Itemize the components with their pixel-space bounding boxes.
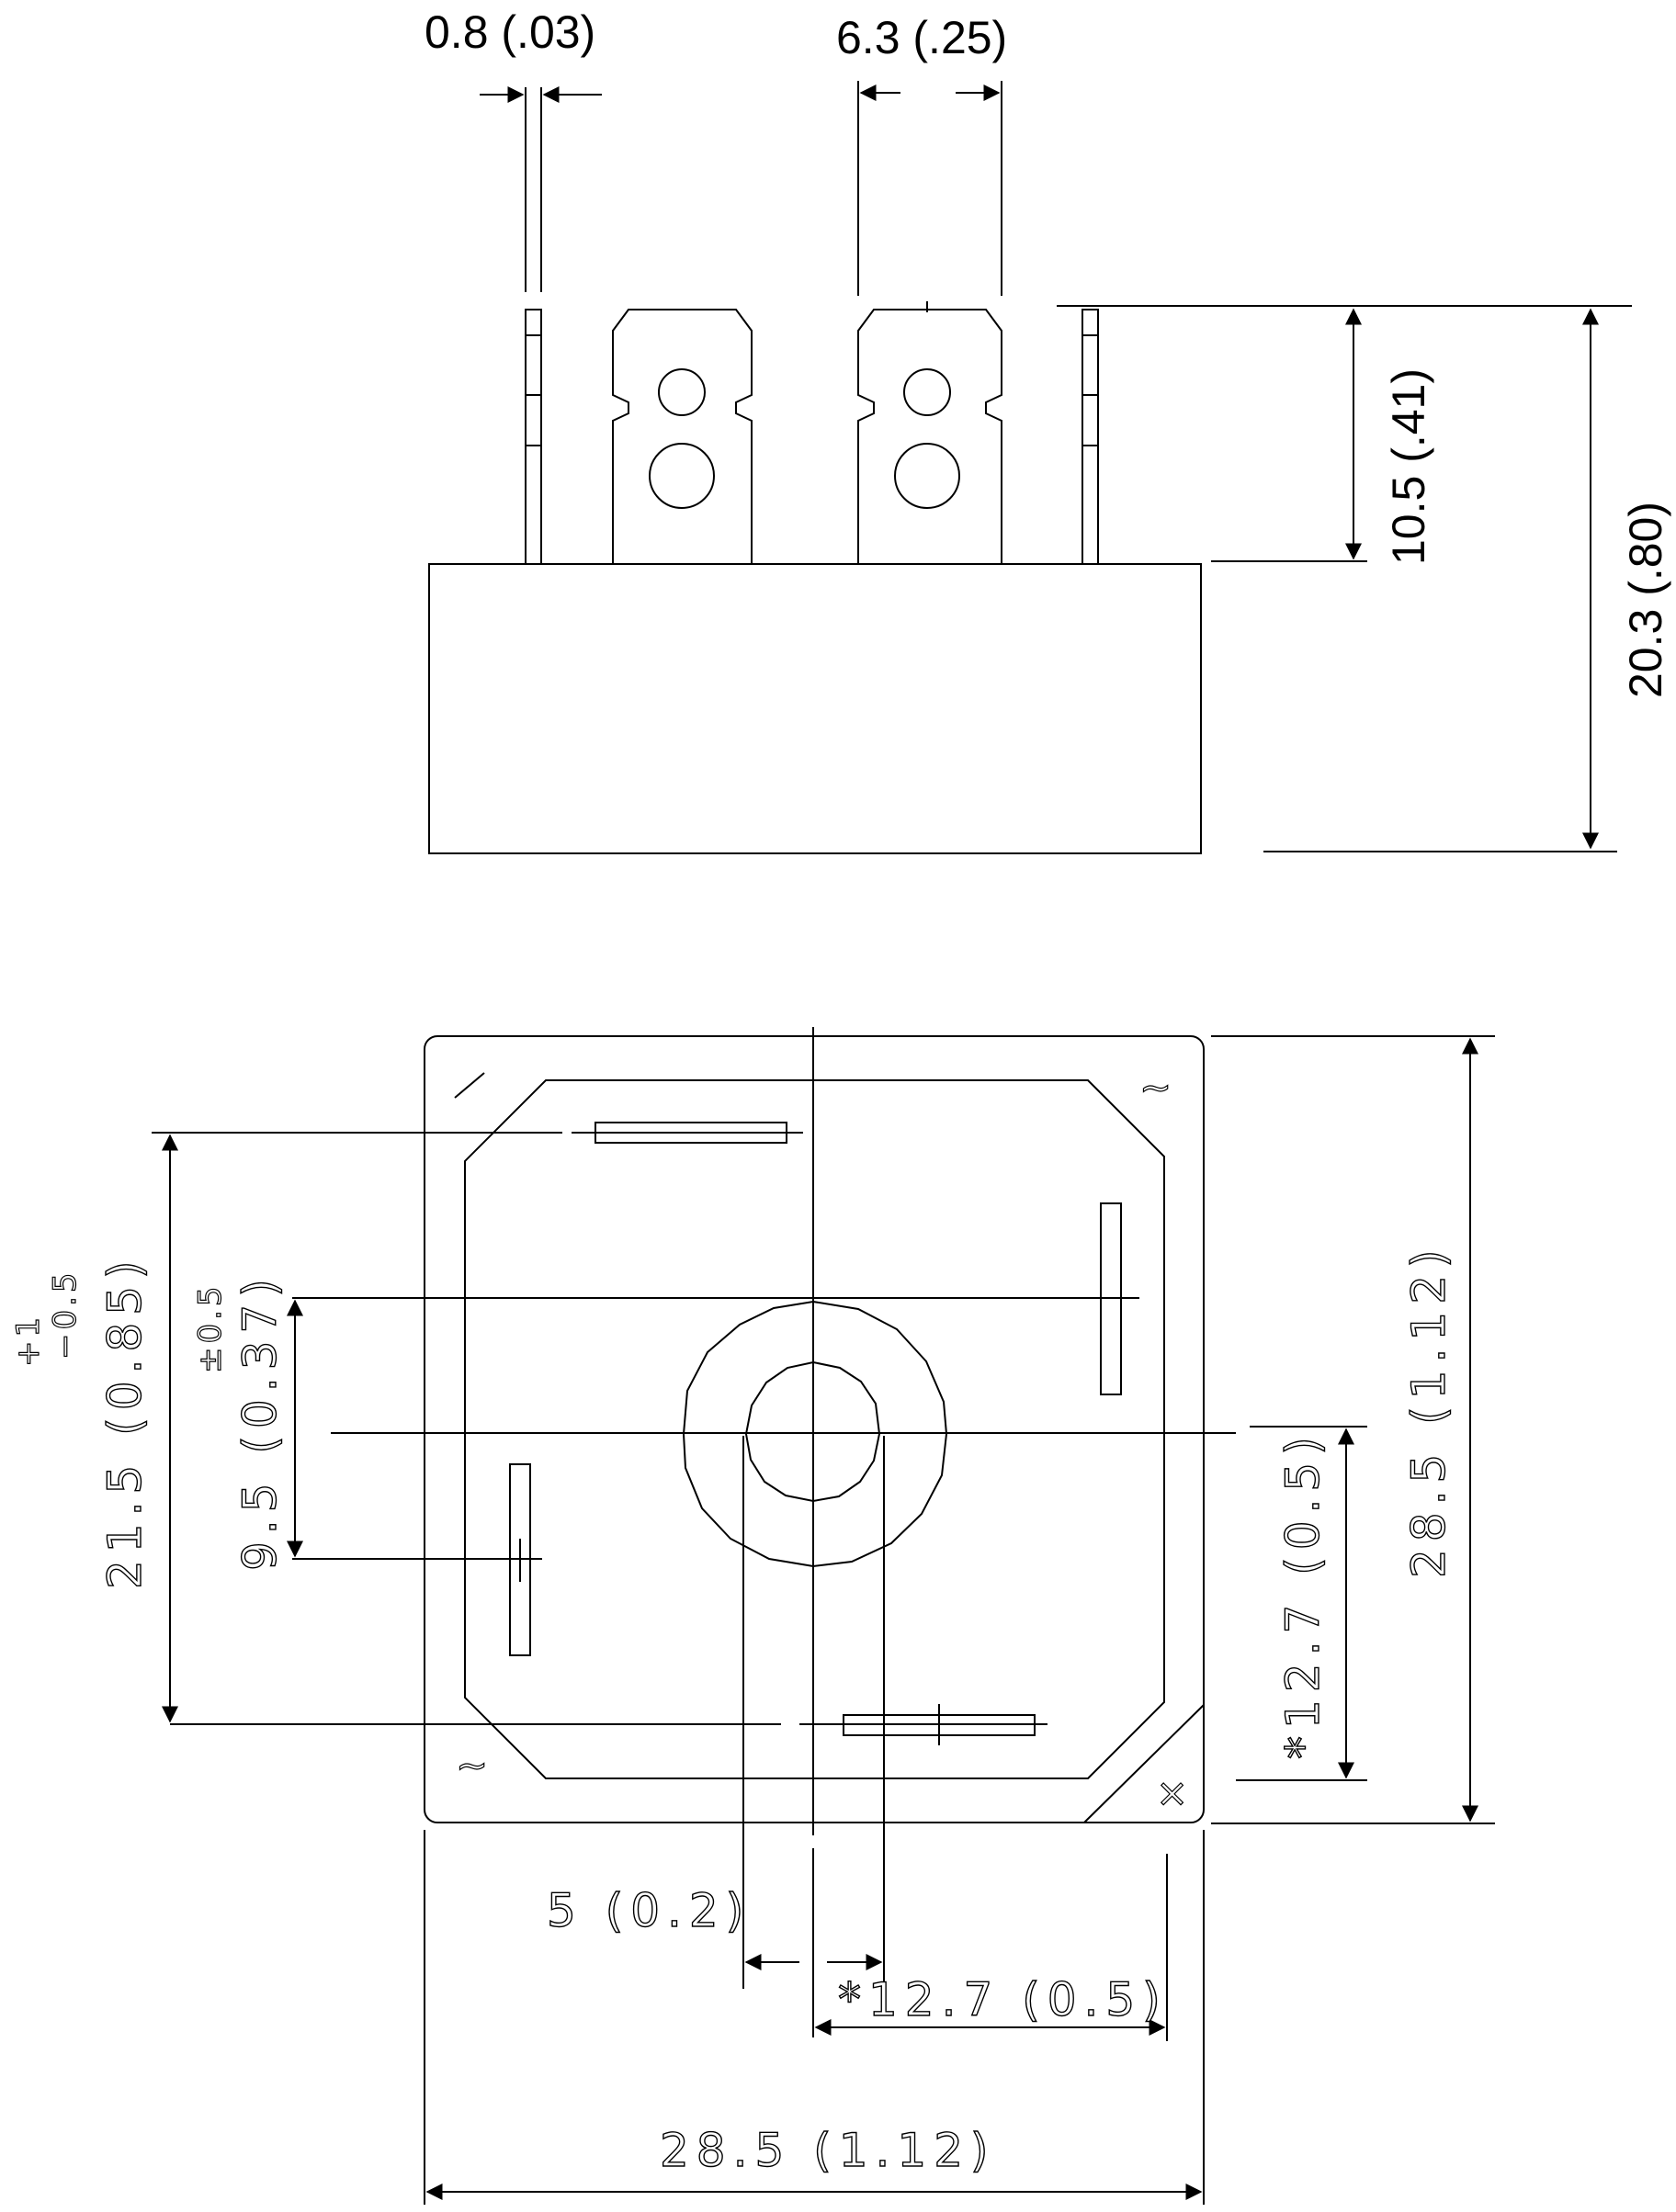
dim-terminal-spacing-tol-plus: +1 xyxy=(10,1314,47,1367)
dim-terminal-length-label: 10.5 (.41) xyxy=(1383,368,1434,565)
dim-hole-offset: 5 (0.2) xyxy=(546,1883,883,1970)
ac-mark-top: ~ xyxy=(1139,1065,1172,1110)
terminal-left xyxy=(496,1463,542,1656)
dim-offset-vertical-tol: ±0.5 xyxy=(192,1282,229,1373)
side-view: 0.8 (.03) 6.3 (.25) 10.5 (.41) 20.3 (.80… xyxy=(425,6,1671,854)
terminal-left-side xyxy=(525,309,542,565)
dim-offset-vertical-label: 9.5 (0.37) xyxy=(233,1271,287,1571)
dim-terminal-thickness: 0.8 (.03) xyxy=(425,6,602,292)
dim-terminal-spacing: 21.5 (0.85) +1 −0.5 xyxy=(9,1134,178,1723)
mounting-hole xyxy=(682,1300,948,1568)
dim-total-height: 20.3 (.80) xyxy=(1582,308,1671,850)
plus-mark: ∕ xyxy=(452,1059,466,1104)
dim-body-height-label: 28.5 (1.12) xyxy=(1402,1242,1455,1578)
dim-terminal-width-label: 6.3 (.25) xyxy=(836,12,1007,63)
dim-terminal-pitch-horizontal: *12.7 (0.5) xyxy=(814,1972,1168,2036)
faston-tab-1 xyxy=(612,309,753,564)
ac-mark-bottom: ~ xyxy=(456,1743,488,1788)
dim-terminal-pitch-vertical-label: *12.7 (0.5) xyxy=(1276,1429,1330,1759)
dim-body-width-label: 28.5 (1.12) xyxy=(660,2124,996,2177)
dim-terminal-pitch-vertical: *12.7 (0.5) xyxy=(1275,1428,1354,1779)
terminal-top xyxy=(572,1122,803,1144)
terminal-right-side xyxy=(1081,309,1099,565)
dim-hole-offset-label: 5 (0.2) xyxy=(547,1884,751,1937)
dim-terminal-spacing-tol-minus: −0.5 xyxy=(47,1269,84,1360)
faston-tab-2 xyxy=(857,301,1002,564)
dim-body-width: 28.5 (1.12) xyxy=(425,2123,1203,2200)
inner-outline xyxy=(464,1079,1165,1779)
dim-offset-vertical: 9.5 (0.37) ±0.5 xyxy=(191,1271,303,1572)
package-body-side xyxy=(428,563,1202,854)
dim-terminal-thickness-label: 0.8 (.03) xyxy=(425,6,595,58)
minus-mark: × xyxy=(1156,1770,1188,1815)
dim-terminal-spacing-label: 21.5 (0.85) xyxy=(98,1253,152,1589)
terminal-bottom xyxy=(843,1704,1036,1745)
terminal-right xyxy=(1089,1202,1139,1395)
bottom-view: ~ ~ ∕ × 28.5 (1.12) *12.7 (0.5) 21.5 (0.… xyxy=(9,1027,1495,2205)
dim-terminal-width: 6.3 (.25) xyxy=(836,12,1007,296)
dim-body-height: 28.5 (1.12) xyxy=(1401,1037,1478,1823)
dim-total-height-label: 20.3 (.80) xyxy=(1620,502,1671,698)
dim-terminal-pitch-horizontal-label: *12.7 (0.5) xyxy=(838,1973,1168,2026)
dim-terminal-length: 10.5 (.41) xyxy=(1345,308,1434,565)
